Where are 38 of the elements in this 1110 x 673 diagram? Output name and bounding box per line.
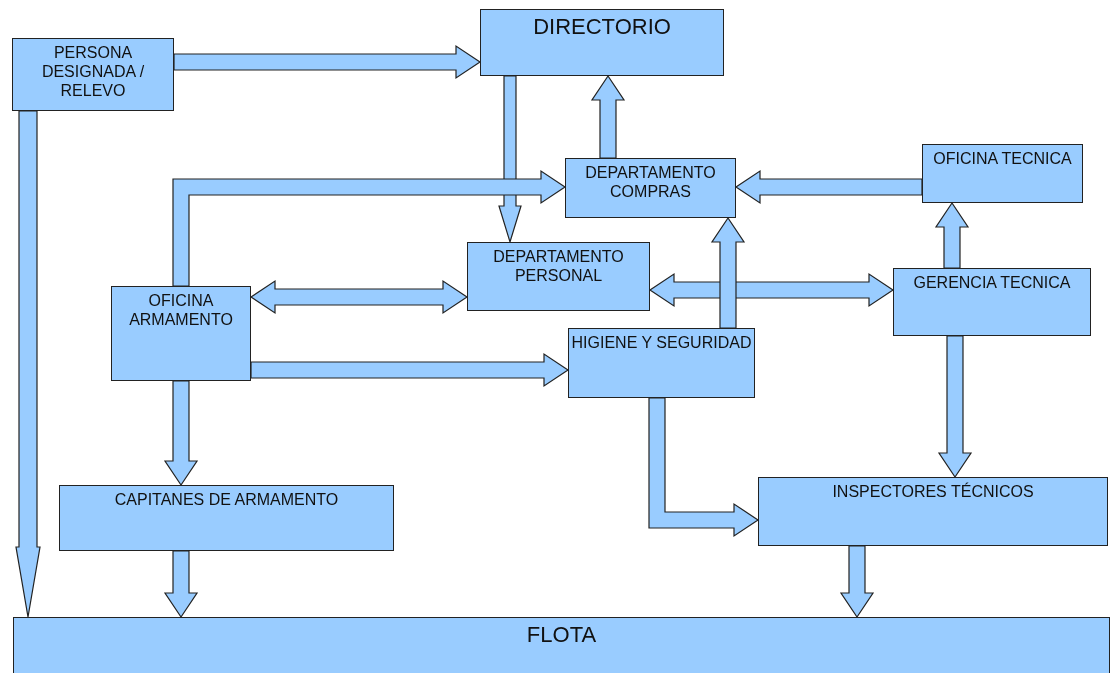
board-box [480, 9, 724, 76]
block-arrow [710, 216, 746, 329]
department-box [568, 328, 755, 398]
box-label: DIRECTORIO [533, 14, 671, 40]
box-label: INSPECTORES TÉCNICOS [832, 482, 1034, 501]
box-label: FLOTA [526, 622, 597, 648]
block-arrow [498, 75, 522, 245]
fleet-bar [13, 617, 1110, 673]
department-box [467, 242, 650, 311]
department-box [893, 268, 1091, 336]
department-box [59, 485, 394, 551]
box-label: GERENCIA TECNICA [913, 273, 1071, 292]
block-arrow [648, 272, 895, 308]
box-label: PERSONA DESIGNADA / RELEVO [40, 43, 146, 100]
block-arrow [172, 169, 567, 287]
block-arrow [163, 550, 199, 619]
block-arrow [934, 201, 970, 269]
box-label: HIGIENE Y SEGURIDAD [571, 333, 752, 352]
department-box [565, 158, 736, 218]
block-arrow [734, 169, 923, 205]
box-label: DEPARTAMENTO PERSONAL [492, 247, 625, 285]
block-arrow [590, 74, 626, 159]
block-arrow [15, 110, 41, 618]
block-arrow [839, 545, 875, 619]
box-label: CAPITANES DE ARMAMENTO [114, 490, 339, 509]
block-arrow [249, 279, 469, 315]
department-box [758, 477, 1108, 546]
box-label: OFICINA ARMAMENTO [128, 291, 234, 329]
box-label: OFICINA TECNICA [933, 149, 1072, 168]
block-arrow [648, 397, 760, 538]
box-label: DEPARTAMENTO COMPRAS [584, 163, 717, 201]
role-box [12, 38, 174, 111]
department-box [922, 144, 1083, 203]
block-arrow [937, 335, 973, 479]
department-box [111, 286, 251, 381]
block-arrow [163, 380, 199, 487]
block-arrow [250, 352, 570, 388]
block-arrow [173, 44, 482, 80]
